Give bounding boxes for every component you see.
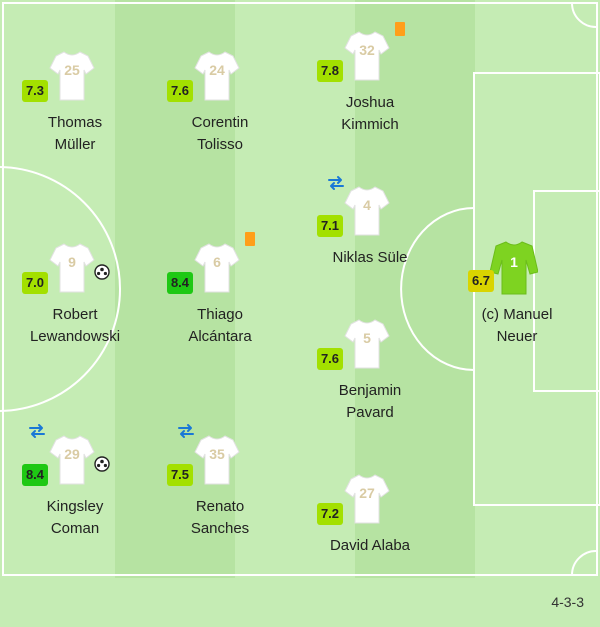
player-first-name: Joshua (345, 94, 395, 111)
substitution-icon (178, 424, 194, 438)
player-first-name: Niklas Süle (332, 249, 408, 266)
shirt-icon (344, 319, 390, 369)
player-first-name: Renato (195, 498, 245, 515)
rating-badge: 6.7 (468, 270, 494, 292)
shirt-icon (194, 243, 240, 293)
player-name: Robert Lewandowski (0, 304, 150, 348)
rating-badge: 7.6 (167, 80, 193, 102)
rating-badge: 8.4 (167, 272, 193, 294)
shirt-number: 5 (363, 330, 371, 346)
player-name: Niklas Süle (295, 247, 445, 269)
player-first-name: (c) Manuel (481, 306, 553, 323)
player-shirt: 27 (343, 473, 391, 525)
rating-badge: 7.0 (22, 272, 48, 294)
player-name: Corentin Tolisso (145, 112, 295, 156)
player-last-name: Alcántara (188, 328, 252, 345)
player-name: David Alaba (295, 535, 445, 557)
goal-ball-icon (94, 264, 110, 280)
shirt-icon (49, 51, 95, 101)
shirt-number: 29 (64, 446, 80, 462)
player-name: Kingsley Coman (0, 496, 150, 540)
player-shirt: 35 (193, 434, 241, 486)
shirt-number: 6 (213, 254, 221, 270)
rating-badge: 7.3 (22, 80, 48, 102)
player-name: Benjamin Pavard (295, 380, 445, 424)
player-name: Joshua Kimmich (295, 92, 445, 136)
player-last-name: Müller (54, 136, 96, 153)
player-last-name: Sanches (190, 520, 250, 537)
player-first-name: Thiago (197, 306, 243, 323)
shirt-number: 32 (359, 42, 375, 58)
shirt-icon (344, 31, 390, 81)
player-shirt: 5 (343, 318, 391, 370)
player-shirt: 25 (48, 50, 96, 102)
shirt-icon (344, 474, 390, 524)
player-name: Renato Sanches (145, 496, 295, 540)
shirt-icon (49, 435, 95, 485)
rating-badge: 7.5 (167, 464, 193, 486)
player-last-name: Lewandowski (29, 328, 121, 345)
shirt-icon (49, 243, 95, 293)
shirt-icon (194, 435, 240, 485)
player-first-name: Robert (52, 306, 98, 323)
player-name: Thomas Müller (0, 112, 150, 156)
goal-ball-icon (94, 456, 110, 472)
rating-badge: 7.8 (317, 60, 343, 82)
shirt-number: 1 (510, 254, 518, 270)
player-first-name: Benjamin (338, 382, 402, 399)
shirt-icon (194, 51, 240, 101)
shirt-number: 27 (359, 485, 375, 501)
player-name: Thiago Alcántara (145, 304, 295, 348)
rating-badge: 8.4 (22, 464, 48, 486)
player-last-name: Coman (50, 520, 100, 537)
player-last-name: Neuer (496, 328, 538, 345)
player-name: (c) Manuel Neuer (442, 304, 592, 348)
shirt-icon (344, 186, 390, 236)
player-last-name: Pavard (346, 404, 394, 421)
goalkeeper-shirt-icon (490, 241, 538, 295)
rating-badge: 7.6 (317, 348, 343, 370)
shirt-number: 25 (64, 62, 80, 78)
player-last-name: Tolisso (197, 136, 243, 153)
shirt-number: 4 (363, 197, 371, 213)
player-shirt: 4 (343, 185, 391, 237)
player-first-name: Thomas (47, 114, 103, 131)
player-shirt: 32 (343, 30, 391, 82)
yellow-card-icon (245, 232, 255, 246)
player-first-name: Corentin (191, 114, 249, 131)
yellow-card-icon (395, 22, 405, 36)
player-shirt: 6 (193, 242, 241, 294)
substitution-icon (328, 176, 344, 190)
player-shirt: 9 (48, 242, 96, 294)
rating-badge: 7.2 (317, 503, 343, 525)
player-shirt: 24 (193, 50, 241, 102)
shirt-number: 35 (209, 446, 225, 462)
formation-label: 4-3-3 (551, 594, 584, 610)
player-first-name: Kingsley (46, 498, 104, 515)
player-shirt: 1 (490, 240, 538, 295)
player-last-name: Kimmich (341, 116, 399, 133)
player-first-name: David Alaba (329, 537, 411, 554)
rating-badge: 7.1 (317, 215, 343, 237)
shirt-number: 9 (68, 254, 76, 270)
shirt-number: 24 (209, 62, 225, 78)
substitution-icon (29, 424, 45, 438)
pitch: 25 7.3 Thomas Müller 24 7.6 Corentin Tol… (0, 0, 600, 578)
formation-bar (0, 578, 600, 627)
player-shirt: 29 (48, 434, 96, 486)
